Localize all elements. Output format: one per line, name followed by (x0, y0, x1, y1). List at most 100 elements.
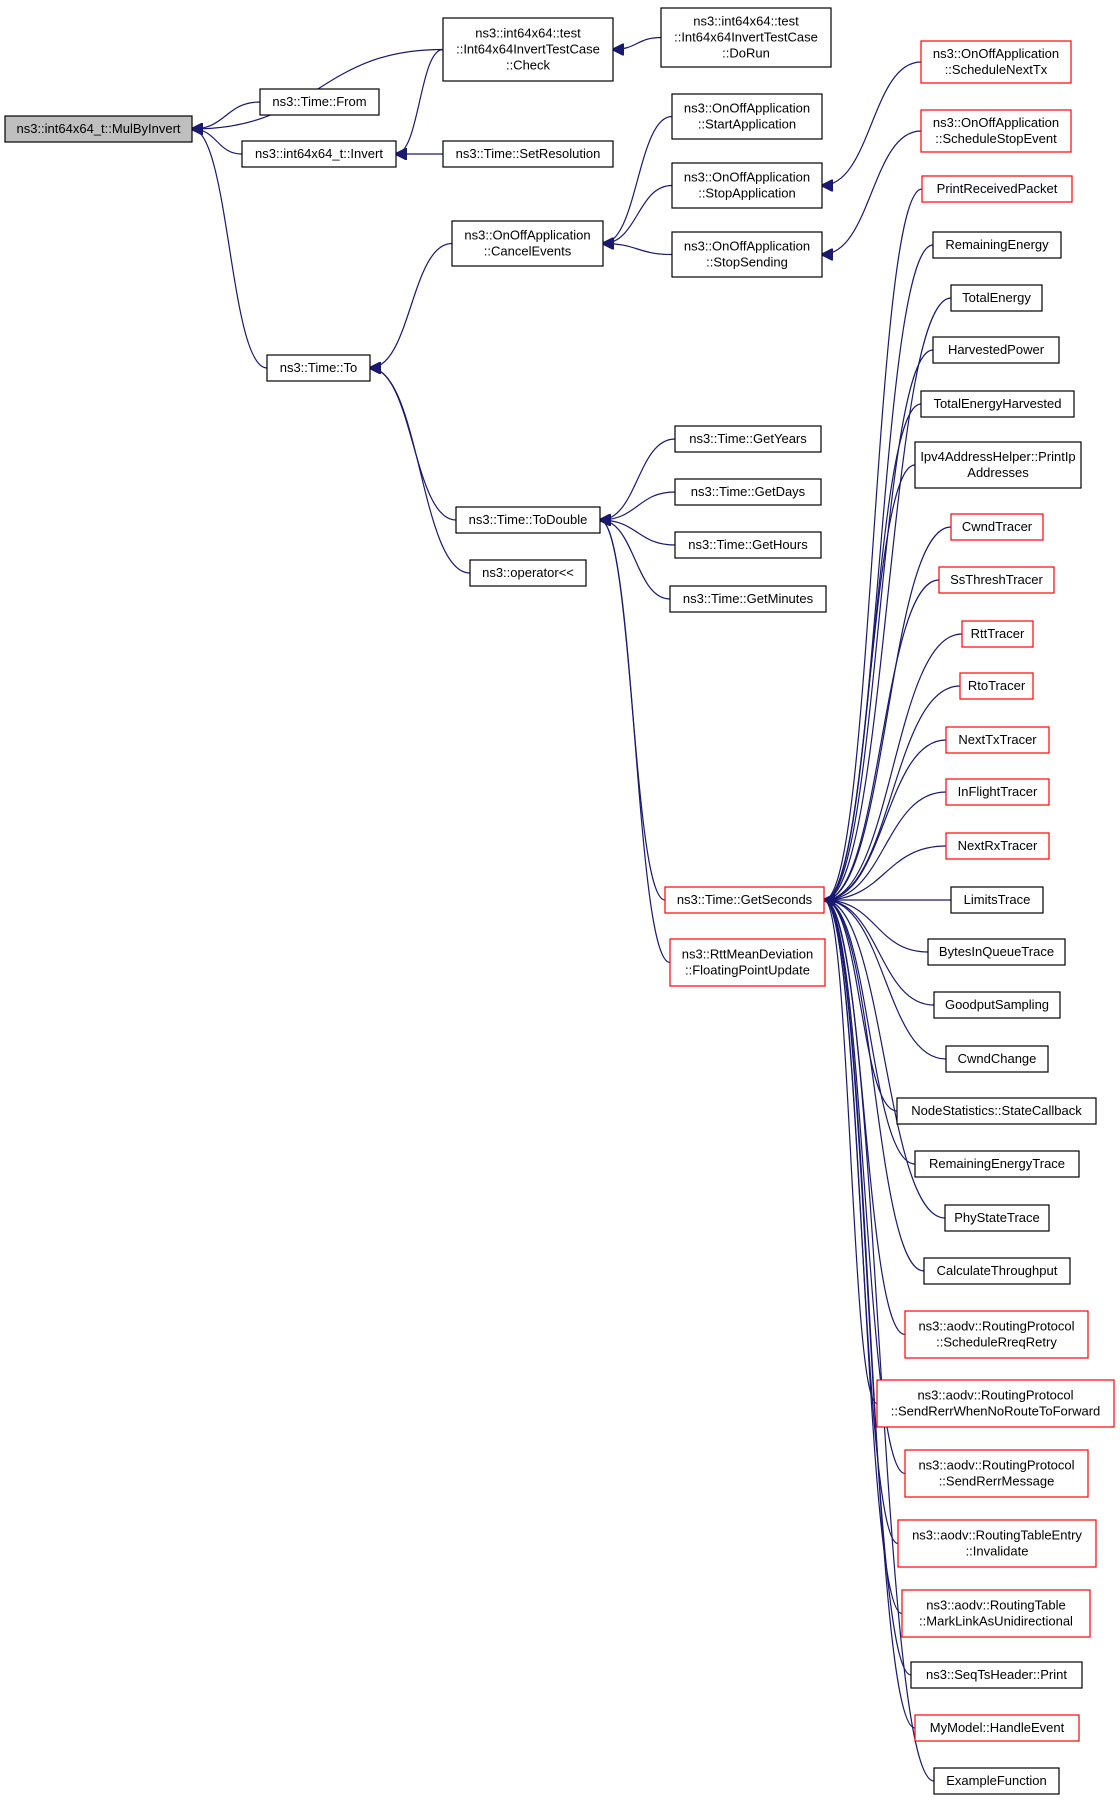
node-stopsending[interactable]: ns3::OnOffApplication::StopSending (671, 231, 823, 278)
node-box (674, 425, 822, 453)
node-label: RemainingEnergyTrace (929, 1156, 1065, 1171)
node-startapp[interactable]: ns3::OnOffApplication::StartApplication (671, 93, 823, 140)
edge-totalenergy-to-getseconds (824, 297, 952, 900)
node-rtttracer[interactable]: RttTracer (961, 620, 1034, 648)
node-nextrxtracer[interactable]: NextRxTracer (945, 832, 1050, 860)
node-remainingenergytrace[interactable]: RemainingEnergyTrace (914, 1150, 1080, 1178)
node-label: Addresses (967, 465, 1029, 480)
edge-cwndtracer-to-getseconds (824, 526, 952, 900)
node-setres[interactable]: ns3::Time::SetResolution (442, 140, 614, 168)
node-label: RemainingEnergy (945, 237, 1049, 252)
node-cwndtracer[interactable]: CwndTracer (950, 513, 1044, 541)
node-box (904, 1449, 1089, 1498)
node-examplefn[interactable]: ExampleFunction (933, 1767, 1060, 1795)
node-schednexttx[interactable]: ns3::OnOffApplication::ScheduleNextTx (920, 40, 1072, 84)
node-label: ns3::int64x64::test (693, 14, 799, 29)
node-seqts[interactable]: ns3::SeqTsHeader::Print (910, 1661, 1083, 1689)
node-inflighttracer[interactable]: InFlightTracer (945, 778, 1050, 806)
node-sendrerrmsg[interactable]: ns3::aodv::RoutingProtocol::SendRerrMess… (904, 1449, 1089, 1498)
node-getseconds[interactable]: ns3::Time::GetSeconds (664, 886, 825, 914)
node-dorun[interactable]: ns3::int64x64::test::Int64x64InvertTestC… (660, 7, 832, 68)
node-getminutes[interactable]: ns3::Time::GetMinutes (669, 585, 827, 613)
edge-dorun-to-check (613, 36, 662, 50)
node-box (938, 566, 1055, 594)
node-label: RtoTracer (968, 678, 1026, 693)
node-label: ExampleFunction (946, 1773, 1046, 1788)
node-schedrreq[interactable]: ns3::aodv::RoutingProtocol::ScheduleRreq… (904, 1310, 1089, 1359)
node-label: CalculateThroughput (937, 1263, 1058, 1278)
node-ssthreshtracer[interactable]: SsThreshTracer (938, 566, 1055, 594)
node-box (950, 886, 1044, 914)
node-box (669, 585, 827, 613)
node-box (674, 478, 822, 506)
node-box (933, 991, 1061, 1019)
edge-nodestats-to-getseconds (824, 900, 898, 1112)
node-label: ns3::aodv::RoutingProtocol (917, 1388, 1073, 1403)
node-label: ns3::OnOffApplication (684, 239, 810, 254)
node-operator[interactable]: ns3::operator<< (469, 559, 587, 587)
node-label: ::ScheduleNextTx (945, 62, 1048, 77)
node-box (932, 336, 1060, 364)
node-bytesinqueue[interactable]: BytesInQueueTrace (927, 938, 1066, 966)
node-label: GoodputSampling (945, 997, 1049, 1012)
edge-cancelevents-to-to (370, 242, 453, 369)
node-goodput[interactable]: GoodputSampling (933, 991, 1061, 1019)
node-label: ns3::Time::ToDouble (469, 512, 588, 527)
node-label: TotalEnergy (962, 290, 1031, 305)
node-getdays[interactable]: ns3::Time::GetDays (674, 478, 822, 506)
node-totalenergy[interactable]: TotalEnergy (950, 284, 1043, 312)
node-rtotracer[interactable]: RtoTracer (959, 672, 1034, 700)
edge-stopapp-to-cancelevents (603, 184, 673, 244)
edges-layer (192, 36, 963, 1782)
edge-phystatetrace-to-getseconds (824, 900, 946, 1219)
node-box (945, 726, 1050, 754)
node-label: ::ScheduleStopEvent (935, 131, 1057, 146)
node-sendrerrnoroute[interactable]: ns3::aodv::RoutingProtocol::SendRerrWhen… (876, 1379, 1115, 1428)
node-nexttxtracer[interactable]: NextTxTracer (945, 726, 1050, 754)
node-schedstop[interactable]: ns3::OnOffApplication::ScheduleStopEvent (920, 109, 1072, 153)
node-label: ns3::aodv::RoutingProtocol (918, 1319, 1074, 1334)
node-label: ns3::aodv::RoutingTableEntry (912, 1528, 1082, 1543)
edge-examplefn-to-getseconds (824, 900, 935, 1782)
node-mulbyinvert[interactable]: ns3::int64x64_t::MulByInvert (4, 115, 193, 143)
node-todouble[interactable]: ns3::Time::ToDouble (455, 506, 601, 534)
node-invert[interactable]: ns3::int64x64_t::Invert (241, 140, 397, 168)
node-cwndchange[interactable]: CwndChange (945, 1045, 1049, 1073)
node-from[interactable]: ns3::Time::From (259, 88, 380, 116)
node-marklink[interactable]: ns3::aodv::RoutingTable::MarkLinkAsUnidi… (901, 1589, 1091, 1638)
node-floatingpoint[interactable]: ns3::RttMeanDeviation::FloatingPointUpda… (669, 938, 826, 987)
node-limitstrace[interactable]: LimitsTrace (950, 886, 1044, 914)
node-gethours[interactable]: ns3::Time::GetHours (674, 531, 822, 559)
edge-printreceived-to-getseconds (824, 188, 923, 900)
node-label: CwndChange (958, 1051, 1037, 1066)
node-to[interactable]: ns3::Time::To (266, 354, 371, 382)
node-label: ::FloatingPointUpdate (685, 963, 810, 978)
node-calcthroughput[interactable]: CalculateThroughput (923, 1257, 1071, 1285)
node-box (945, 1045, 1049, 1073)
node-mymodel[interactable]: MyModel::HandleEvent (914, 1714, 1080, 1742)
node-box (945, 832, 1050, 860)
node-printreceived[interactable]: PrintReceivedPacket (921, 175, 1073, 203)
node-invalidate[interactable]: ns3::aodv::RoutingTableEntry::Invalidate (897, 1519, 1097, 1568)
node-label: ns3::Time::GetSeconds (677, 892, 813, 907)
node-getyears[interactable]: ns3::Time::GetYears (674, 425, 822, 453)
node-box (920, 40, 1072, 84)
node-remainingenergy[interactable]: RemainingEnergy (932, 231, 1062, 259)
node-check[interactable]: ns3::int64x64::test::Int64x64InvertTestC… (442, 17, 614, 82)
node-totalenergyharvested[interactable]: TotalEnergyHarvested (920, 390, 1075, 418)
edge-mymodel-to-getseconds (824, 900, 916, 1729)
node-box (923, 1257, 1071, 1285)
node-box (896, 1097, 1097, 1125)
node-cancelevents[interactable]: ns3::OnOffApplication::CancelEvents (451, 220, 604, 267)
node-box (897, 1519, 1097, 1568)
node-label: ns3::Time::From (272, 94, 366, 109)
node-harvestedpower[interactable]: HarvestedPower (932, 336, 1060, 364)
node-phystatetrace[interactable]: PhyStateTrace (944, 1204, 1050, 1232)
node-label: ns3::OnOffApplication (464, 228, 590, 243)
node-label: ns3::OnOffApplication (933, 46, 1059, 61)
edge-to-to-mulbyinvert (192, 129, 268, 369)
edge-harvestedpower-to-getseconds (824, 349, 934, 900)
node-nodestats[interactable]: NodeStatistics::StateCallback (896, 1097, 1097, 1125)
node-stopapp[interactable]: ns3::OnOffApplication::StopApplication (671, 162, 823, 209)
